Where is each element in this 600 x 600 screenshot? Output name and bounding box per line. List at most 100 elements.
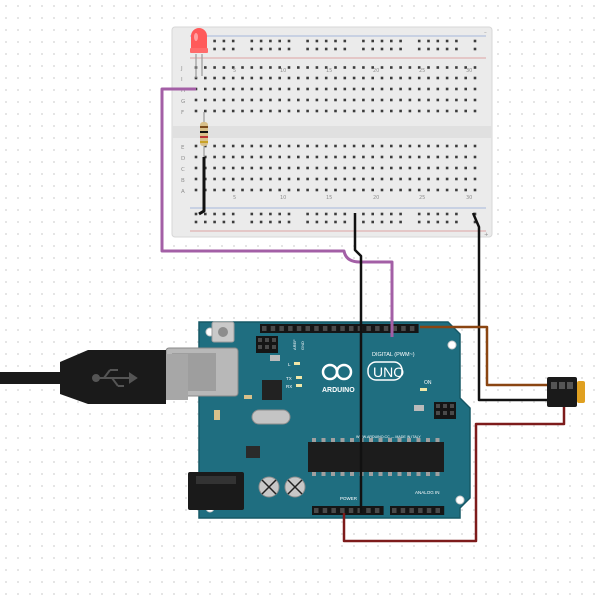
breadboard-hole [241, 166, 244, 170]
breadboard-hole [399, 155, 402, 159]
breadboard-hole [352, 66, 356, 69]
header-pin [426, 508, 432, 513]
electrolytic-capacitor [258, 476, 280, 498]
breadboard-hole [343, 87, 347, 91]
black-wire-rail-to-sensor[interactable] [471, 212, 551, 402]
header-pin [435, 508, 440, 513]
rail-hole [278, 47, 281, 51]
header-pin [305, 326, 310, 331]
breadboard-hole [371, 76, 374, 80]
tx-label: TX [286, 376, 292, 381]
rail-hole [427, 220, 430, 224]
breadboard-hole [204, 144, 207, 148]
black-wire-resistor-to-rail[interactable] [198, 157, 206, 216]
breadboard-hole [371, 98, 374, 102]
breadboard-hole [473, 87, 477, 91]
bottom-rail-plus-sign: + [484, 232, 489, 238]
capacitor-marking [261, 479, 277, 495]
red-led[interactable] [190, 28, 208, 78]
breadboard-hole [343, 144, 347, 148]
mounting-hole [447, 340, 457, 350]
usb-cable[interactable] [0, 350, 188, 404]
breadboard-hole [417, 87, 421, 91]
sensor-connector[interactable] [547, 377, 585, 407]
black-wire-rail-to-gnd[interactable] [353, 213, 363, 513]
breadboard-hole [455, 188, 458, 192]
header-pin [366, 508, 371, 513]
breadboard-hole [408, 188, 412, 192]
icsp-pin [272, 338, 276, 342]
breadboard-hole [352, 144, 356, 148]
rail-hole [417, 220, 421, 224]
chip-pin [321, 438, 326, 442]
rail-hole [445, 39, 449, 43]
brown-wire[interactable] [420, 325, 551, 387]
model-label: UNO [373, 364, 404, 380]
column-number: 10 [280, 195, 286, 201]
breadboard-hole [352, 155, 356, 159]
breadboard-hole [306, 144, 309, 148]
capacitor-marking [287, 479, 303, 495]
breadboard-hole [241, 98, 244, 102]
breadboard-hole [241, 87, 244, 91]
breadboard-hole [455, 98, 458, 102]
breadboard-hole [222, 98, 226, 102]
breadboard-hole [343, 66, 347, 69]
breadboard-hole [436, 87, 440, 91]
column-number: 30 [466, 68, 472, 74]
icsp-pin [436, 411, 440, 415]
rail-hole [250, 212, 254, 216]
atmega-microcontroller [308, 442, 444, 472]
breadboard-hole [436, 144, 440, 148]
breadboard-hole [436, 76, 440, 80]
rx-led [296, 384, 302, 387]
row-letter: B [181, 178, 185, 184]
breadboard-hole [464, 155, 467, 159]
resistor-band [200, 136, 208, 138]
led-highlight [194, 33, 198, 41]
chip-pin [350, 438, 354, 442]
breadboard-hole [445, 66, 449, 69]
breadboard-hole [204, 76, 207, 80]
analog-label: ANALOG IN [415, 490, 440, 495]
breadboard-hole [269, 188, 272, 192]
breadboard-hole [417, 66, 421, 69]
breadboard-hole [408, 177, 412, 181]
arduino-uno-board[interactable]: DIGITAL (PWM~) AREF GND ARDUINO UNO L TX… [165, 321, 471, 519]
breadboard-hole [278, 109, 281, 113]
rail-hole [213, 39, 216, 43]
breadboard-hole [269, 144, 272, 148]
breadboard-hole [250, 144, 254, 148]
breadboard-hole [445, 144, 449, 148]
breadboard-hole [390, 76, 393, 80]
breadboard-hole [241, 155, 244, 159]
red-wire[interactable] [342, 398, 566, 543]
mounting-hole [455, 495, 465, 505]
breadboard-hole [455, 87, 458, 91]
breadboard-hole [278, 87, 281, 91]
breadboard-hole [306, 188, 309, 192]
chip-pin [350, 472, 354, 476]
column-number: 25 [419, 195, 425, 201]
header-pin [288, 326, 293, 331]
breadboard-hole [222, 144, 226, 148]
header-pin [340, 326, 345, 331]
chip-pin [331, 472, 335, 476]
breadboard-hole [362, 177, 365, 181]
breadboard-hole [343, 155, 347, 159]
resistor[interactable] [200, 112, 208, 157]
breadboard-hole [473, 66, 477, 69]
rail-hole [222, 47, 226, 51]
breadboard-hole [315, 144, 319, 148]
breadboard-hole [231, 109, 235, 113]
breadboard-hole [408, 87, 412, 91]
breadboard-hole [269, 87, 272, 91]
rail-hole [324, 47, 328, 51]
rail-hole [436, 220, 440, 224]
breadboard-hole [417, 144, 421, 148]
breadboard-hole [427, 166, 430, 170]
breadboard-hole [399, 87, 402, 91]
breadboard-hole [241, 177, 244, 181]
breadboard-hole [278, 98, 281, 102]
